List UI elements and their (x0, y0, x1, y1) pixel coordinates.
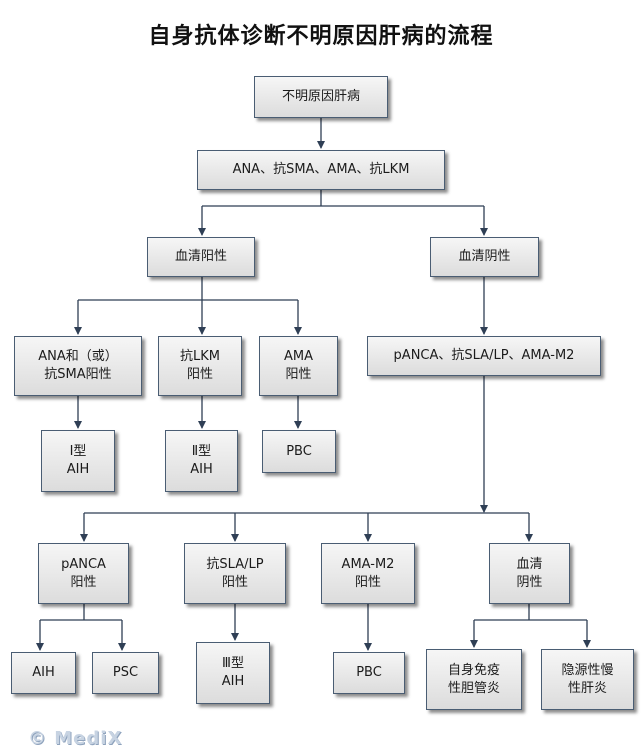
node-negative-tests: pANCA、抗SLA/LP、AMA-M2 (367, 336, 601, 376)
node-pbc-1: PBC (262, 430, 336, 473)
node-serum-negative: 血清阴性 (430, 237, 539, 277)
node-aih-type3: Ⅲ型 AIH (196, 642, 270, 704)
node-unknown-liver-disease: 不明原因肝病 (254, 76, 388, 118)
node-aih: AIH (11, 652, 76, 694)
node-sla-positive: 抗SLA/LP 阳性 (184, 543, 286, 604)
node-panca-positive: pANCA 阳性 (38, 543, 129, 604)
node-aih-type1: Ⅰ型 AIH (41, 430, 115, 492)
node-serum-negative-2: 血清 阴性 (489, 543, 570, 604)
node-antibody-tests: ANA、抗SMA、AMA、抗LKM (197, 150, 445, 190)
node-serum-positive: 血清阳性 (147, 237, 255, 277)
node-lkm-positive: 抗LKM 阳性 (158, 336, 242, 396)
node-ana-sma-positive: ANA和（或） 抗SMA阳性 (14, 336, 142, 396)
diagram-title: 自身抗体诊断不明原因肝病的流程 (148, 23, 494, 49)
node-ama-positive: AMA 阳性 (259, 336, 338, 396)
node-pbc-2: PBC (333, 652, 405, 694)
node-aih-type2: Ⅱ型 AIH (165, 430, 238, 492)
watermark-logo: © MediX (28, 728, 123, 749)
node-psc: PSC (92, 652, 159, 694)
node-cryptogenic-chronic-hepatitis: 隐源性慢 性肝炎 (541, 649, 634, 710)
node-ama-m2-positive: AMA-M2 阳性 (321, 543, 415, 604)
node-autoimmune-cholangitis: 自身免疫 性胆管炎 (426, 649, 522, 710)
